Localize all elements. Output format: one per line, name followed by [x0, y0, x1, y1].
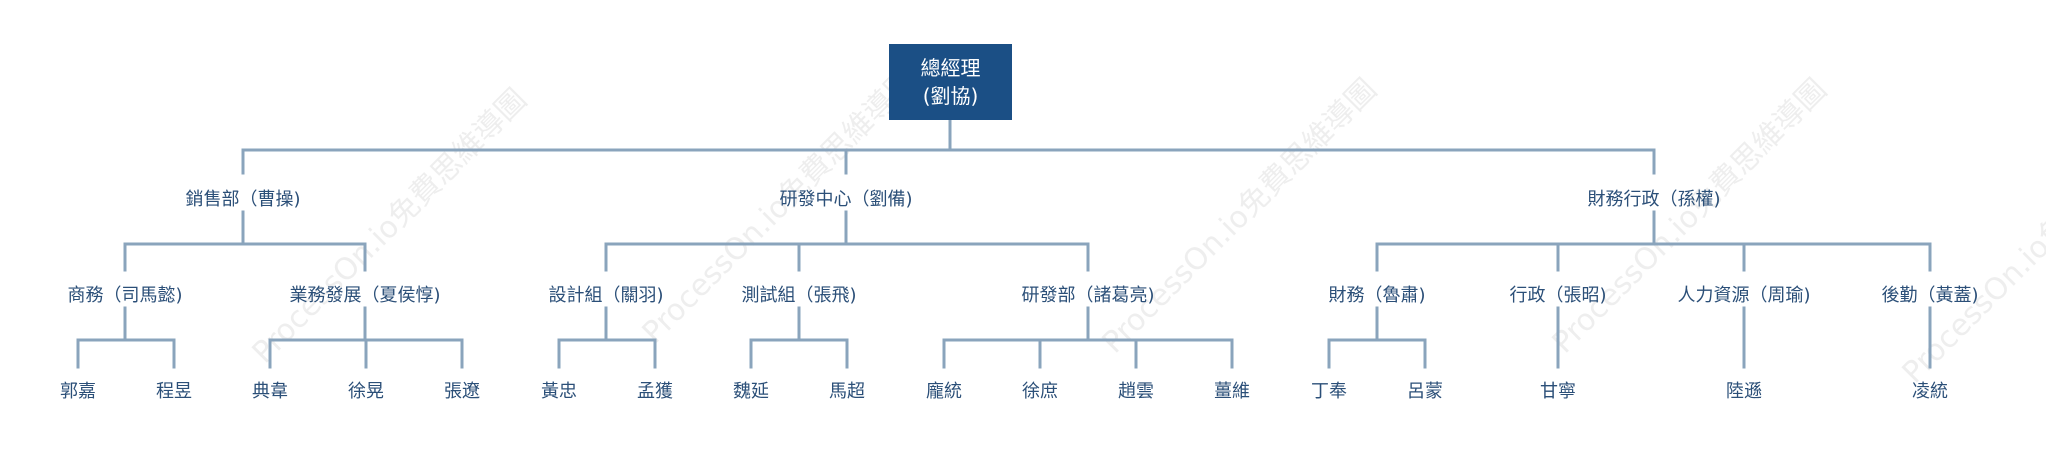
person-node[interactable]: 徐晃 [348, 381, 384, 402]
person-node[interactable]: 張遼 [444, 381, 480, 402]
person-node[interactable]: 馬超 [829, 381, 865, 402]
person-node[interactable]: 甘寧 [1540, 381, 1576, 402]
dept-node-sales[interactable]: 銷售部（曹操) [185, 189, 301, 210]
person-node[interactable]: 趙雲 [1118, 381, 1154, 402]
root-node-title: 總經理 [920, 56, 981, 80]
person-node[interactable]: 丁奉 [1311, 381, 1347, 402]
person-node[interactable]: 程昱 [156, 381, 192, 402]
person-node[interactable]: 黃忠 [541, 381, 577, 402]
team-node[interactable]: 行政（張昭) [1509, 285, 1607, 306]
person-node[interactable]: 薑維 [1214, 381, 1250, 402]
person-node[interactable]: 凌統 [1912, 381, 1948, 402]
team-node[interactable]: 研發部（諸葛亮) [1021, 285, 1155, 306]
person-node[interactable]: 典韋 [252, 381, 288, 402]
team-node[interactable]: 業務發展（夏侯惇) [289, 285, 441, 306]
person-node[interactable]: 孟獲 [637, 381, 673, 402]
person-node[interactable]: 魏延 [733, 381, 769, 402]
team-node[interactable]: 後勤（黃蓋) [1881, 285, 1979, 306]
team-node[interactable]: 人力資源（周瑜) [1677, 285, 1811, 306]
dept-node-rd-center[interactable]: 研發中心（劉備) [779, 189, 913, 210]
root-node-subtitle: (劉協) [922, 84, 979, 108]
root-node[interactable]: 總經理 (劉協) [889, 44, 1012, 120]
person-node[interactable]: 呂蒙 [1407, 381, 1443, 402]
team-node[interactable]: 商務（司馬懿) [67, 285, 183, 306]
person-node[interactable]: 徐庶 [1022, 381, 1058, 402]
person-node[interactable]: 陸遜 [1726, 381, 1762, 402]
dept-node-finance-admin[interactable]: 財務行政（孫權) [1587, 189, 1721, 210]
team-node[interactable]: 財務（魯肅) [1328, 285, 1426, 306]
person-node[interactable]: 郭嘉 [60, 381, 96, 402]
team-node[interactable]: 設計組（關羽) [548, 285, 664, 306]
team-node[interactable]: 測試組（張飛) [741, 285, 857, 306]
person-node[interactable]: 龐統 [926, 381, 962, 402]
